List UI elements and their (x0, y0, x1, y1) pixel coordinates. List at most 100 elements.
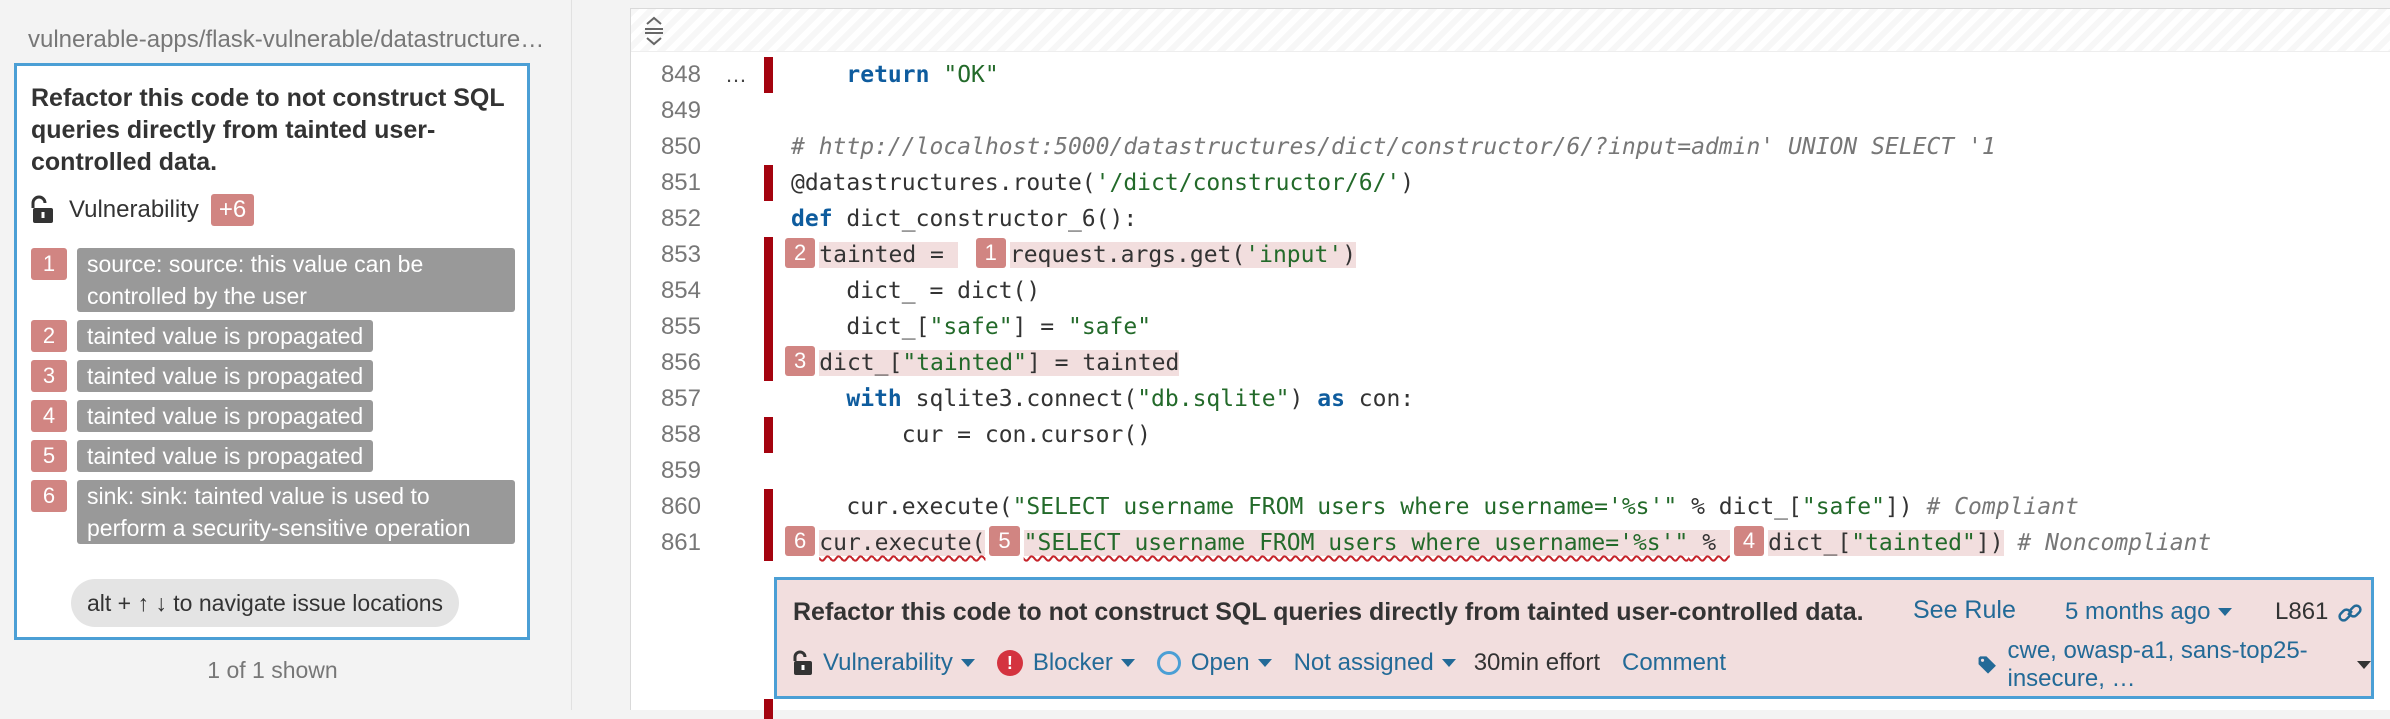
location-text: tainted value is propagated (77, 440, 374, 472)
line-number[interactable]: 855 (660, 313, 701, 340)
open-status-icon (1156, 651, 1181, 675)
code-text: dict_["safe"] = "safe" (846, 314, 1152, 340)
issue-line-marker (764, 57, 773, 93)
location-number: 3 (31, 360, 67, 392)
code-line: 848 … return "OK" (631, 57, 2390, 93)
location-item[interactable]: 4 tainted value is propagated (31, 400, 515, 432)
issue-type-row: Vulnerability +6 (31, 192, 255, 228)
issue-meta-row: Vulnerability ! Blocker Open Not assigne… (793, 645, 1726, 681)
location-marker[interactable]: 2 (785, 238, 816, 268)
code-line: 858 cur = con.cursor() (631, 417, 2390, 453)
navigation-hint: alt + ↑ ↓ to navigate issue locations (71, 579, 460, 627)
extra-locations-badge: +6 (210, 194, 255, 226)
status-dropdown[interactable]: Open (1156, 649, 1272, 677)
location-item[interactable]: 2 tainted value is propagated (31, 320, 515, 352)
location-number: 2 (31, 320, 67, 352)
code-text: cur = con.cursor() (901, 422, 1152, 448)
expand-code-bar[interactable] (631, 9, 2390, 52)
code-text: with sqlite3.connect("db.sqlite") as con… (846, 386, 1415, 412)
location-text: tainted value is propagated (77, 400, 374, 432)
issue-line-marker (764, 345, 773, 381)
line-number[interactable]: 858 (660, 421, 701, 448)
file-path[interactable]: vulnerable-apps/flask-vulnerable/datastr… (28, 26, 548, 53)
line-number[interactable]: 854 (660, 277, 701, 304)
code-line: 860 cur.execute("SELECT username FROM us… (631, 489, 2390, 525)
issue-line-marker (764, 699, 773, 719)
line-number[interactable]: 848 (660, 61, 701, 88)
line-number[interactable]: 860 (660, 493, 701, 520)
blocker-icon: ! (996, 650, 1023, 676)
issue-type-label: Vulnerability (69, 196, 199, 223)
code-text: @datastructures.route('/dict/constructor… (791, 170, 1415, 196)
unlock-icon (793, 650, 812, 675)
issue-age-dropdown[interactable]: 5 months ago (2065, 598, 2233, 626)
location-marker[interactable]: 4 (1733, 526, 1765, 556)
issue-line-marker (764, 237, 773, 273)
tags-dropdown[interactable]: cwe, owasp-a1, sans-top25-insecure, … (1977, 637, 2371, 692)
shown-count: 1 of 1 shown (207, 657, 338, 683)
location-marker[interactable]: 5 (989, 526, 1020, 556)
code-text: dict_ = dict() (846, 278, 1041, 304)
comment-link[interactable]: Comment (1621, 649, 1727, 676)
line-number[interactable]: 852 (660, 205, 701, 232)
line-number[interactable]: 856 (660, 349, 701, 376)
line-number[interactable]: 849 (660, 97, 701, 124)
selected-issue-card[interactable]: Refactor this code to not construct SQL … (14, 63, 530, 640)
inline-issue-title[interactable]: Refactor this code to not construct SQL … (793, 598, 1864, 626)
location-text: tainted value is propagated (77, 360, 374, 392)
line-number[interactable]: 859 (660, 457, 701, 484)
code-line: 850 # http://localhost:5000/datastructur… (631, 129, 2390, 165)
more-options-icon[interactable]: … (725, 62, 747, 87)
code-text: return "OK" (846, 62, 999, 88)
code-viewer: 848 … return "OK" 849 850 # http://local… (630, 8, 2390, 719)
line-number[interactable]: 861 (660, 529, 701, 556)
location-number: 4 (31, 400, 67, 432)
location-item[interactable]: 5 tainted value is propagated (31, 440, 515, 472)
issue-line-marker (764, 525, 773, 561)
issue-line-marker (764, 273, 773, 309)
code-line: 852 def dict_constructor_6(): (631, 201, 2390, 237)
line-number[interactable]: 851 (660, 169, 701, 196)
issues-sidebar: vulnerable-apps/flask-vulnerable/datastr… (0, 0, 572, 710)
code-text: def dict_constructor_6(): (791, 206, 1138, 232)
code-line: 854 dict_ = dict() (631, 273, 2390, 309)
issue-type-dropdown[interactable]: Vulnerability (793, 649, 975, 677)
location-number: 5 (31, 440, 67, 472)
unlock-icon (31, 195, 53, 223)
code-line: 855 dict_["safe"] = "safe" (631, 309, 2390, 345)
location-item[interactable]: 6 sink: sink: tainted value is used to p… (31, 480, 515, 544)
code-line: 859 (631, 453, 2390, 489)
expand-icon[interactable] (643, 16, 665, 46)
line-number[interactable]: 853 (660, 241, 701, 268)
see-rule-link[interactable]: See Rule (1913, 596, 2016, 624)
permalink-icon[interactable] (2337, 600, 2363, 626)
location-marker[interactable]: 6 (785, 526, 816, 556)
issue-line-marker (764, 309, 773, 345)
line-number[interactable]: 850 (660, 133, 701, 160)
location-item[interactable]: 3 tainted value is propagated (31, 360, 515, 392)
location-marker[interactable]: 3 (785, 346, 816, 376)
location-text: source: source: this value can be contro… (77, 248, 515, 312)
issue-line-marker (764, 165, 773, 201)
location-number: 1 (31, 248, 67, 280)
location-marker[interactable]: 1 (975, 238, 1006, 268)
issue-line-marker (764, 489, 773, 525)
severity-dropdown[interactable]: ! Blocker (996, 649, 1135, 677)
location-number: 6 (31, 480, 67, 512)
location-text: sink: sink: tainted value is used to per… (77, 480, 515, 544)
inline-issue-box[interactable]: Refactor this code to not construct SQL … (774, 577, 2374, 699)
code-line: 857 with sqlite3.connect("db.sqlite") as… (631, 381, 2390, 417)
issue-line-marker (764, 417, 773, 453)
issue-locations-list: 1 source: source: this value can be cont… (31, 248, 515, 552)
location-text: tainted value is propagated (77, 320, 374, 352)
line-number[interactable]: 857 (660, 385, 701, 412)
location-item[interactable]: 1 source: source: this value can be cont… (31, 248, 515, 312)
assignee-dropdown[interactable]: Not assigned (1294, 649, 1456, 677)
code-line: 849 (631, 93, 2390, 129)
code-text: cur.execute("SELECT username FROM users … (846, 494, 2079, 520)
effort-label: 30min effort (1473, 649, 1600, 676)
